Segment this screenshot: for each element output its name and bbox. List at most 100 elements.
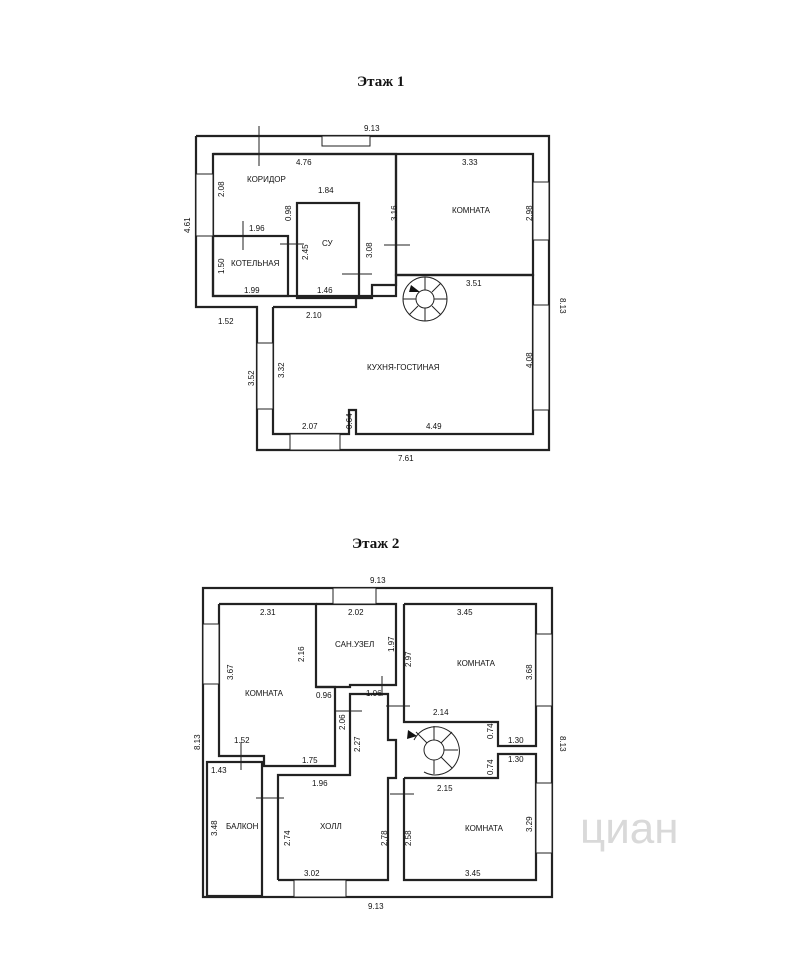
dimension: 2.02 (348, 608, 364, 617)
dimension: 8.13 (193, 734, 202, 750)
room-right-top-outline (402, 602, 538, 748)
dimension: 4.08 (525, 352, 534, 368)
dimension: 1.52 (234, 736, 250, 745)
dimension: 1.84 (318, 186, 334, 195)
dimension: 2.45 (301, 244, 310, 260)
dimension: 2.07 (302, 422, 318, 431)
dimension: 9.13 (368, 902, 384, 911)
dimension: 0.74 (486, 759, 495, 775)
window (535, 782, 553, 854)
dimension: 2.08 (217, 181, 226, 197)
room-right-bottom-outline (402, 752, 538, 882)
dimension: 1.96 (312, 779, 328, 788)
window (195, 173, 214, 237)
dimension: 1.52 (218, 317, 234, 326)
window (532, 181, 550, 241)
dimension: 9.13 (370, 576, 386, 585)
room-label-bath: СУ (322, 239, 334, 248)
dimension: 2.58 (404, 830, 413, 846)
dimension: 1.30 (508, 755, 524, 764)
dimension: 4.49 (426, 422, 442, 431)
dimension: 1.46 (317, 286, 333, 295)
dimension: 1.43 (211, 766, 227, 775)
dimension: 3.02 (304, 869, 320, 878)
balcony-outline (205, 760, 264, 898)
room-label-room-right-bottom: КОМНАТА (465, 824, 504, 833)
bath-outline (316, 602, 398, 689)
kitchen-outline (271, 273, 535, 436)
dimension: 2.27 (353, 736, 362, 752)
spiral-stair (402, 276, 448, 322)
dimension: 3.32 (277, 362, 286, 378)
window (532, 304, 550, 411)
watermark-text: циан (580, 804, 679, 853)
room-label-room-right-top: КОМНАТА (457, 659, 496, 668)
dimension: 3.45 (465, 869, 481, 878)
dimension: 1.06 (366, 689, 382, 698)
corridor-outline (211, 152, 398, 298)
dimension: 2.98 (525, 205, 534, 221)
floor-1-title: Этаж 1 (357, 74, 404, 90)
room-label-kitchen: КУХНЯ-ГОСТИНАЯ (367, 363, 440, 372)
dimension: 3.29 (525, 816, 534, 832)
bath-outline (295, 201, 361, 300)
dimension: 2.10 (306, 311, 322, 320)
window (321, 135, 371, 147)
floor-1-plan: Этаж 1 (183, 74, 567, 463)
dimension: 2.16 (297, 646, 306, 662)
dimension: 1.50 (217, 258, 226, 274)
dimension: 0.96 (316, 691, 332, 700)
window (202, 623, 220, 685)
dimension: 2.74 (283, 830, 292, 846)
room-label-hall: ХОЛЛ (320, 822, 342, 831)
window (293, 879, 347, 898)
room-label-bath: САН.УЗЕЛ (335, 640, 374, 649)
floor-2-plan: Этаж 2 (193, 536, 567, 911)
dimension: 2.14 (433, 708, 449, 717)
dimension: 3.51 (466, 279, 482, 288)
room-label-balcony: БАЛКОН (226, 822, 259, 831)
dimension: 3.33 (462, 158, 478, 167)
window (535, 633, 553, 707)
floor-2-title: Этаж 2 (352, 536, 399, 552)
dimension: 2.15 (437, 784, 453, 793)
room-label-room-left: КОМНАТА (245, 689, 284, 698)
dimension: 0.98 (284, 205, 293, 221)
dimension: 2.06 (338, 714, 347, 730)
dimension: 8.13 (558, 736, 567, 752)
window (332, 587, 377, 605)
dimension: 1.96 (249, 224, 265, 233)
window (289, 433, 341, 451)
boiler-outline (211, 234, 290, 298)
dimension: 7.61 (398, 454, 414, 463)
dimension: 3.52 (247, 370, 256, 386)
dimension: 1.99 (244, 286, 260, 295)
dimension: 3.48 (210, 820, 219, 836)
dimension: 9.13 (364, 124, 380, 133)
dimension: 3.16 (390, 205, 399, 221)
dimension: 4.76 (296, 158, 312, 167)
dimension: 2.97 (404, 651, 413, 667)
dimension: 1.30 (508, 736, 524, 745)
dimension: 3.45 (457, 608, 473, 617)
window (256, 342, 274, 410)
dimension: 1.97 (387, 636, 396, 652)
room-left-outline (217, 602, 337, 768)
dimension: 2.78 (380, 830, 389, 846)
dimension: 2.31 (260, 608, 276, 617)
outer-wall (194, 134, 551, 452)
dimension: 8.13 (558, 298, 567, 314)
outer-wall (201, 586, 554, 899)
hall-outline (276, 692, 398, 882)
room-label-boiler: КОТЕЛЬНАЯ (231, 259, 280, 268)
dimension: 3.67 (226, 664, 235, 680)
room-label-room: КОМНАТА (452, 206, 491, 215)
dimension: 0.64 (345, 413, 354, 429)
room-label-corridor: КОРИДОР (247, 175, 286, 184)
dimension: 3.08 (365, 242, 374, 258)
dimension: 4.61 (183, 217, 192, 233)
spiral-stair (407, 726, 460, 776)
dimension: 0.74 (486, 723, 495, 739)
dimension: 1.75 (302, 756, 318, 765)
